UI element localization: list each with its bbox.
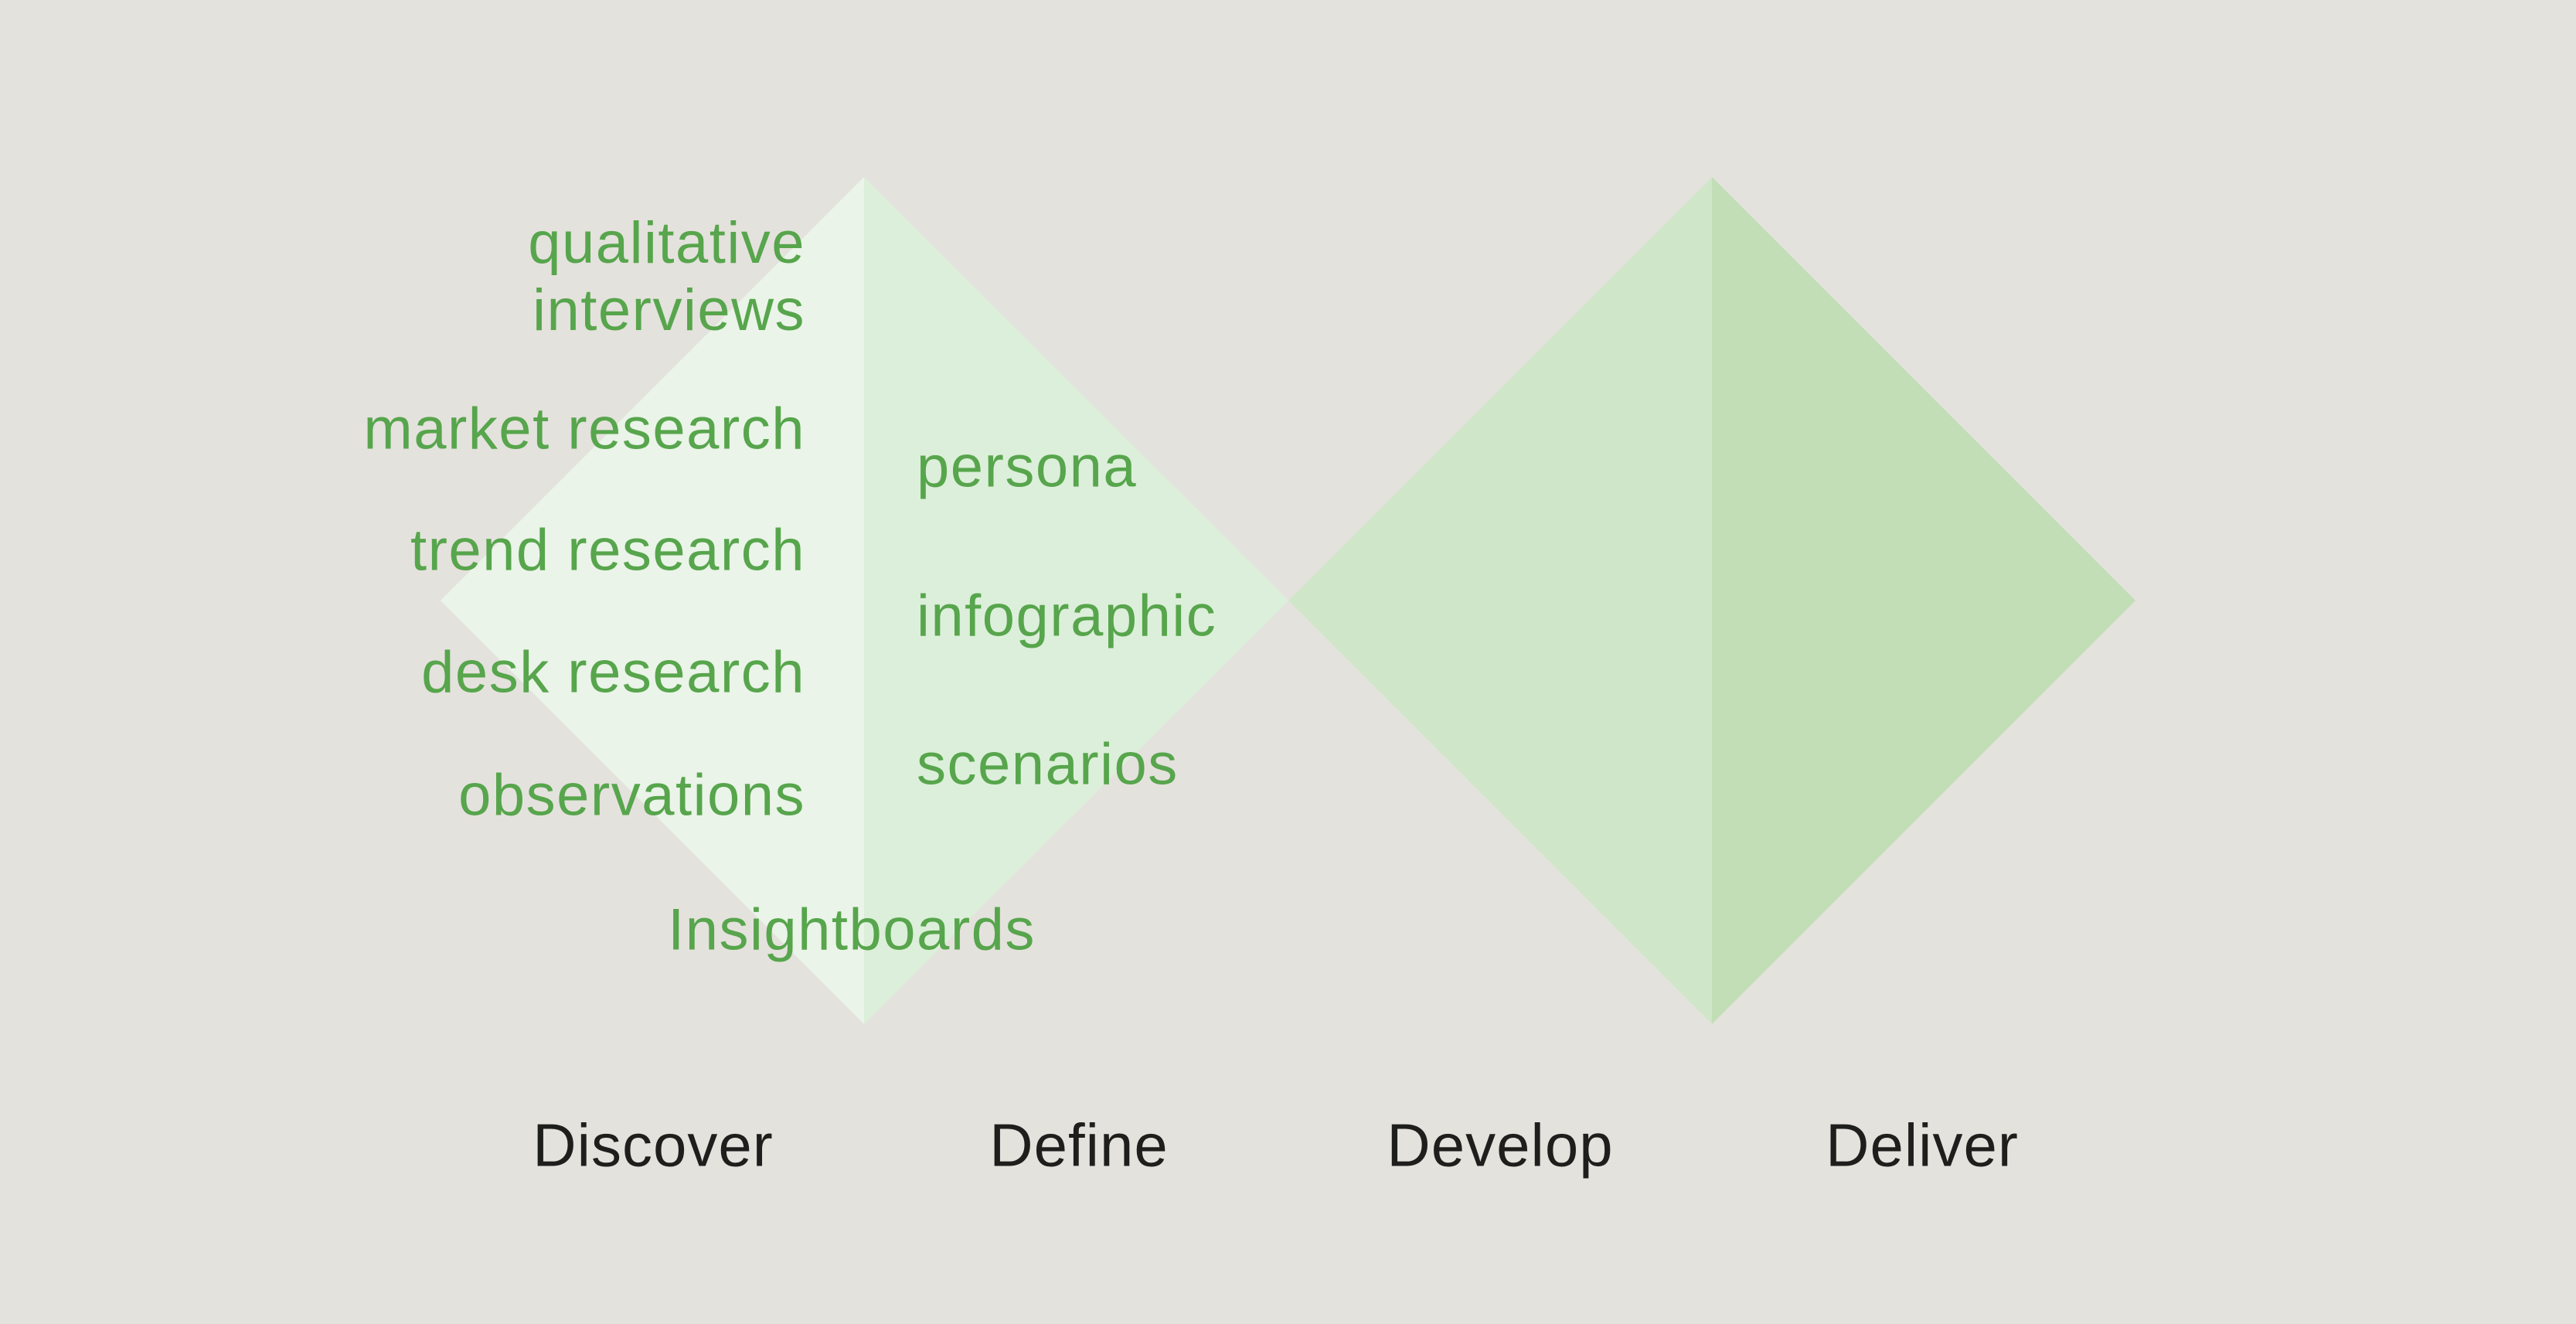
phase-define: Define xyxy=(989,1111,1169,1179)
method-desk-research: desk research xyxy=(421,639,805,706)
define-half-diamond xyxy=(864,177,1288,1024)
output-infographic: infographic xyxy=(917,583,1217,649)
discover-half-diamond xyxy=(441,177,864,1024)
phase-deliver: Deliver xyxy=(1826,1111,2019,1179)
phase-develop: Develop xyxy=(1387,1111,1614,1179)
method-trend-research: trend research xyxy=(410,517,805,584)
deliver-half-diamond xyxy=(1712,177,2135,1024)
method-qualitative-interviews: qualitative interviews xyxy=(528,210,805,343)
method-observations: observations xyxy=(458,762,805,829)
output-scenarios: scenarios xyxy=(917,731,1179,798)
output-persona: persona xyxy=(917,434,1138,500)
phase-discover: Discover xyxy=(533,1111,774,1179)
develop-half-diamond xyxy=(1288,177,1712,1024)
label-insightboards: Insightboards xyxy=(668,897,1036,963)
method-market-research: market research xyxy=(363,396,805,462)
